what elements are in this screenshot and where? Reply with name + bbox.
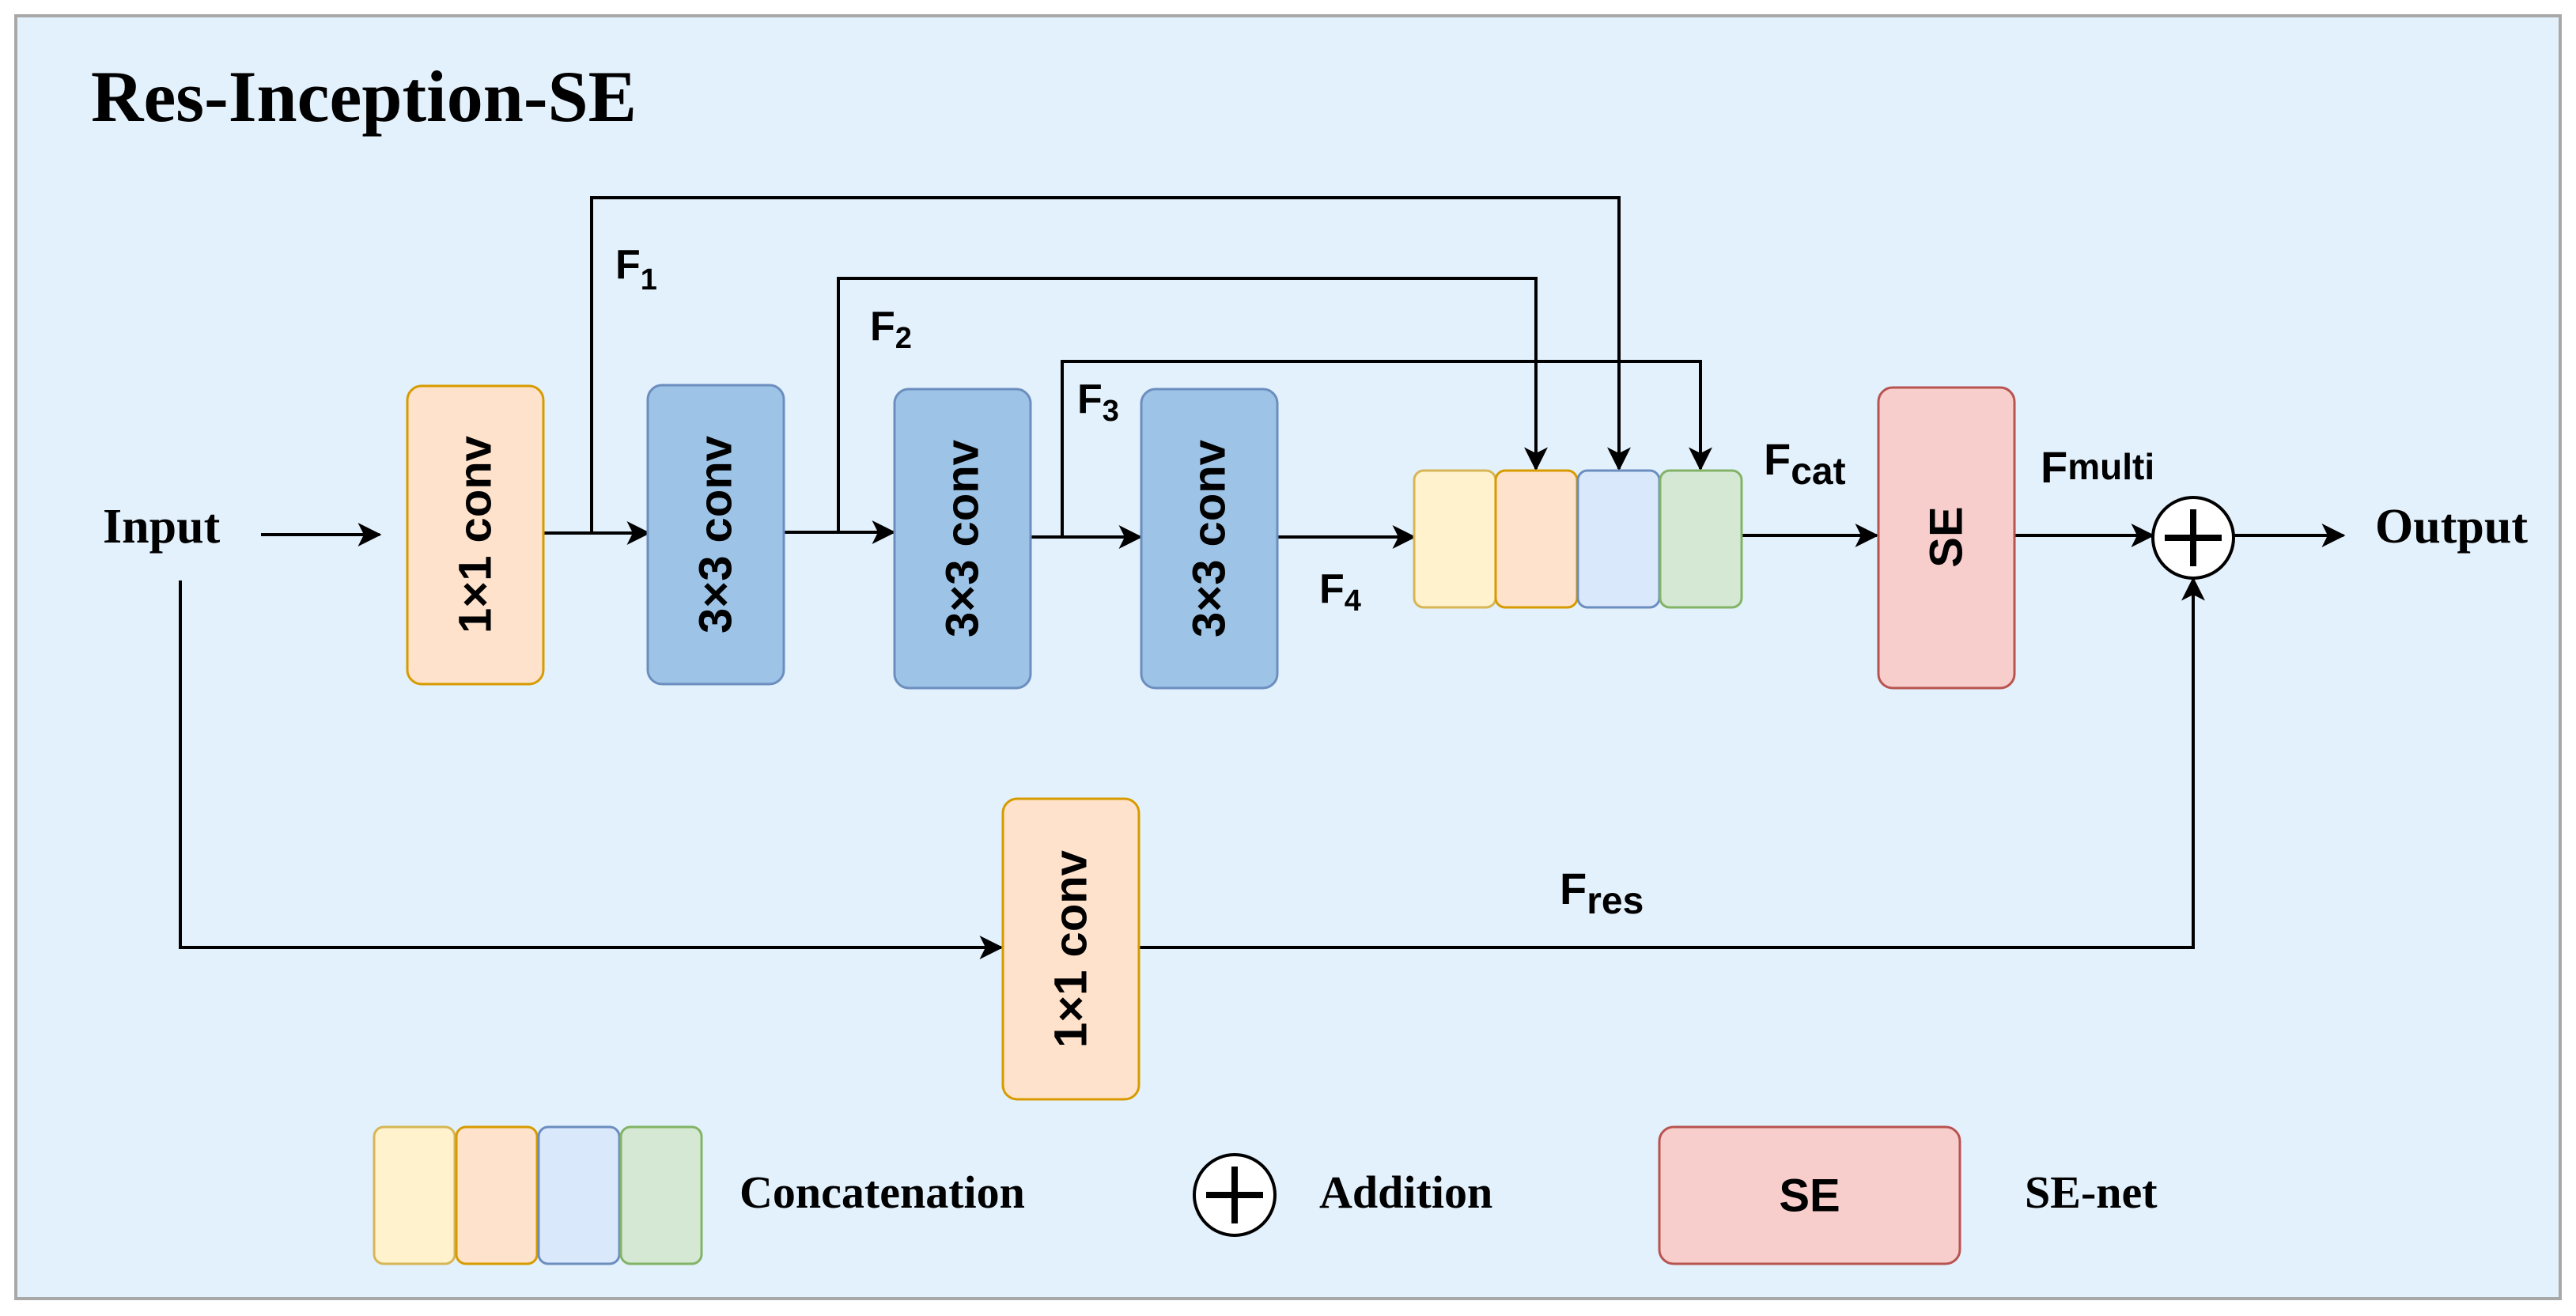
- legend-addition-label: Addition: [1319, 1167, 1492, 1218]
- legend-concat-swatch: [373, 1125, 703, 1265]
- legend-se-box-label: SE: [1779, 1170, 1840, 1222]
- input-label: Input: [103, 500, 221, 554]
- conv3b-box: [893, 388, 1032, 690]
- concat-block: [1413, 469, 1743, 609]
- skip-f1: [590, 196, 1631, 533]
- concat-cell-green: [1659, 469, 1743, 609]
- addition-node: [2151, 496, 2235, 580]
- feature-label-f2: F2: [870, 304, 912, 355]
- feature-label-f4: F4: [1319, 566, 1361, 618]
- conv3a-box: [646, 384, 785, 686]
- feature-label-f1: F1: [615, 242, 657, 297]
- se-block: SE: [1877, 386, 2016, 690]
- feature-label-fmulti: Fmulti: [2041, 442, 2154, 492]
- conv-res-label: 1×1 conv: [1046, 850, 1097, 1048]
- legend-concat-label: Concatenation: [740, 1167, 1025, 1218]
- diagram-panel: [14, 14, 2562, 1300]
- conv3a-block: 3×3 conv: [646, 384, 785, 686]
- residual-path-out: [1139, 577, 2205, 949]
- skip-f2: [837, 277, 1548, 532]
- legend-se-box: [1658, 1125, 1961, 1265]
- conv3c-box: [1140, 388, 1279, 690]
- concat-cell-blue: [1576, 469, 1661, 609]
- conv3b-label: 3×3 conv: [937, 440, 989, 637]
- concat-cell-yellow: [1413, 469, 1497, 609]
- conv1-label: 1×1 conv: [450, 436, 501, 633]
- legend: Concatenation Addition SE SE-net: [373, 1125, 2158, 1265]
- se-box: [1877, 386, 2016, 690]
- conv3c-label: 3×3 conv: [1184, 440, 1235, 637]
- skip-f3: [1061, 360, 1712, 537]
- conv3b-block: 3×3 conv: [893, 388, 1032, 690]
- feature-label-fres: Fres: [1560, 864, 1644, 922]
- concat-cell-orange: [1494, 469, 1579, 609]
- conv3a-label: 3×3 conv: [690, 436, 742, 633]
- legend-addition-symbol: [1193, 1153, 1277, 1237]
- conv-res-box: [1001, 797, 1140, 1101]
- se-label: SE: [1921, 506, 1973, 567]
- feature-label-f3: F3: [1077, 376, 1119, 428]
- diagram-title: Res-Inception-SE: [91, 56, 637, 137]
- residual-path-in: [179, 580, 1004, 959]
- feature-label-fcat: Fcat: [1764, 434, 1846, 493]
- connectors: [179, 196, 2346, 959]
- output-label: Output: [2375, 500, 2528, 554]
- conv3c-block: 3×3 conv: [1140, 388, 1279, 690]
- conv-res-block: 1×1 conv: [1001, 797, 1140, 1101]
- legend-se-net-label: SE-net: [2025, 1167, 2158, 1218]
- conv1-box: [406, 384, 545, 686]
- conv1-block: 1×1 conv: [406, 384, 545, 686]
